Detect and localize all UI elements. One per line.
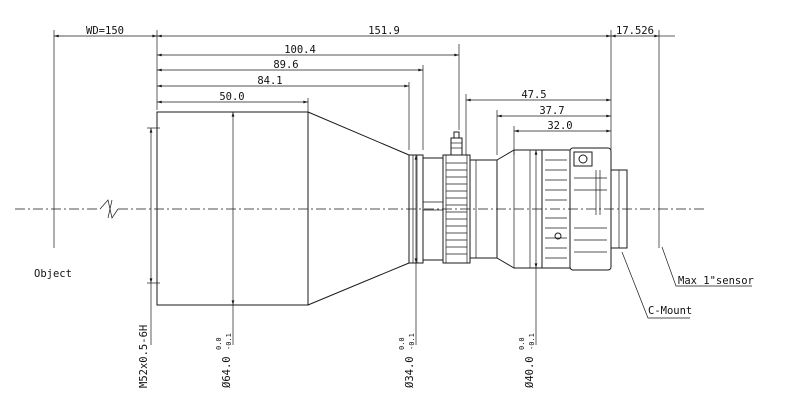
dim-50-0: 50.0 bbox=[219, 91, 244, 103]
dia-40-tol-lower: -0.1 bbox=[528, 333, 536, 350]
diameter-lines bbox=[147, 112, 538, 345]
dim-32-0: 32.0 bbox=[547, 120, 572, 132]
dim-37-7: 37.7 bbox=[539, 105, 564, 117]
dimension-labels: WD=150 151.9 17.526 100.4 89.6 84.1 50.0… bbox=[86, 25, 654, 132]
lens-body bbox=[156, 111, 628, 306]
thread-label: M52x0.5-6H bbox=[138, 325, 150, 388]
dim-100-4: 100.4 bbox=[284, 44, 316, 56]
callouts: Object C-Mount Max 1"sensor bbox=[34, 246, 754, 319]
dia-64-label: Ø64.0 bbox=[221, 356, 233, 388]
c-mount-label: C-Mount bbox=[648, 305, 692, 317]
optical-axis bbox=[15, 199, 705, 219]
dim-84-1: 84.1 bbox=[257, 75, 282, 87]
extension-lines bbox=[53, 30, 660, 248]
dia-40-label: Ø40.0 bbox=[524, 356, 536, 388]
dimension-lines bbox=[54, 34, 675, 133]
dim-total: 151.9 bbox=[368, 25, 400, 37]
dia-34-tol-upper: 0.0 bbox=[398, 337, 406, 350]
dia-34-label: Ø34.0 bbox=[404, 356, 416, 388]
dia-64-tol-lower: -0.1 bbox=[225, 333, 233, 350]
dim-89-6: 89.6 bbox=[273, 59, 298, 71]
diameter-labels: M52x0.5-6H Ø64.0 0.0 -0.1 Ø34.0 0.0 -0.1… bbox=[138, 325, 536, 388]
dim-wd: WD=150 bbox=[86, 25, 124, 37]
dia-34-tol-lower: -0.1 bbox=[408, 333, 416, 350]
dia-40-tol-upper: 0.0 bbox=[518, 337, 526, 350]
sensor-label: Max 1"sensor bbox=[678, 275, 754, 287]
dim-back: 17.526 bbox=[616, 25, 654, 37]
dim-47-5: 47.5 bbox=[521, 89, 546, 101]
dia-64-tol-upper: 0.0 bbox=[215, 337, 223, 350]
object-label: Object bbox=[34, 268, 72, 280]
